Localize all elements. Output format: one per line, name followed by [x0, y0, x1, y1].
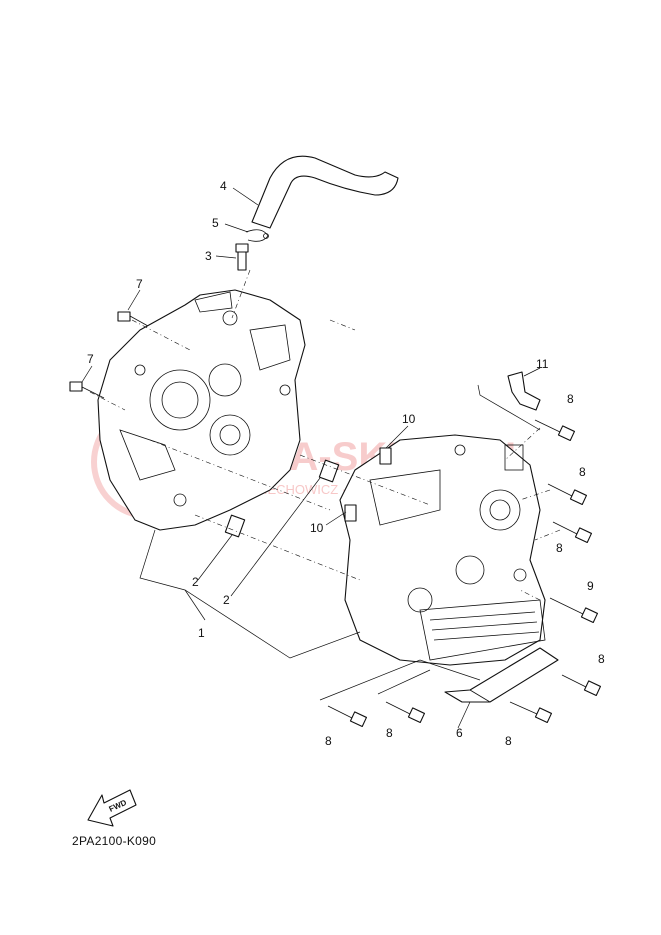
- bolt-8-c: [552, 521, 593, 544]
- callout-10-upper: 10: [402, 412, 416, 426]
- cable-bracket: [507, 371, 541, 411]
- callout-2-right: 2: [223, 593, 230, 607]
- bolt-7-upper: [117, 311, 149, 327]
- right-crankcase: [339, 434, 546, 666]
- callout-8-e: 8: [325, 734, 332, 748]
- bolt-8-b: [547, 483, 588, 506]
- bolt-8-g: [509, 701, 553, 724]
- callout-7-lower: 7: [87, 352, 94, 366]
- callout-6: 6: [456, 726, 463, 740]
- breather-hose: [251, 155, 399, 229]
- diagram-code: 2PA2100-K090: [72, 834, 157, 848]
- callout-10-lower: 10: [310, 521, 324, 535]
- callout-3: 3: [205, 249, 212, 263]
- callout-8-f: 8: [386, 726, 393, 740]
- callout-7-upper: 7: [136, 277, 143, 291]
- callout-4: 4: [220, 179, 227, 193]
- callout-8-a: 8: [567, 392, 574, 406]
- callout-5: 5: [212, 216, 219, 230]
- leader-lines: [81, 187, 541, 729]
- dowel-10-upper: [379, 447, 392, 465]
- bolt-8-f: [385, 701, 426, 724]
- dowel-pin-a: [224, 514, 246, 538]
- bolt-9: [549, 597, 599, 624]
- callout-1: 1: [198, 626, 205, 640]
- callout-8-b: 8: [579, 465, 586, 479]
- left-crankcase: [97, 289, 306, 531]
- hose-clip: [245, 229, 269, 242]
- dowel-pin-b: [318, 459, 340, 483]
- callout-8-c: 8: [556, 541, 563, 555]
- breather-fitting: [235, 243, 249, 271]
- callout-8-g: 8: [505, 734, 512, 748]
- fwd-arrow-icon: FWD: [87, 789, 137, 827]
- callout-11: 11: [536, 357, 549, 371]
- callout-9: 9: [587, 579, 594, 593]
- bolt-8-d: [561, 674, 602, 697]
- bolt-8-e: [327, 705, 368, 728]
- callout-labels: 4 5 3 7 7 10 10 11 8 8 8 9 8 2 2 1 6 8 8…: [87, 179, 605, 748]
- callout-8-d: 8: [598, 652, 605, 666]
- bolt-8-a: [534, 419, 576, 442]
- dowel-10-lower: [344, 504, 357, 522]
- callout-2-left: 2: [192, 575, 199, 589]
- bolt-7-lower: [69, 381, 105, 399]
